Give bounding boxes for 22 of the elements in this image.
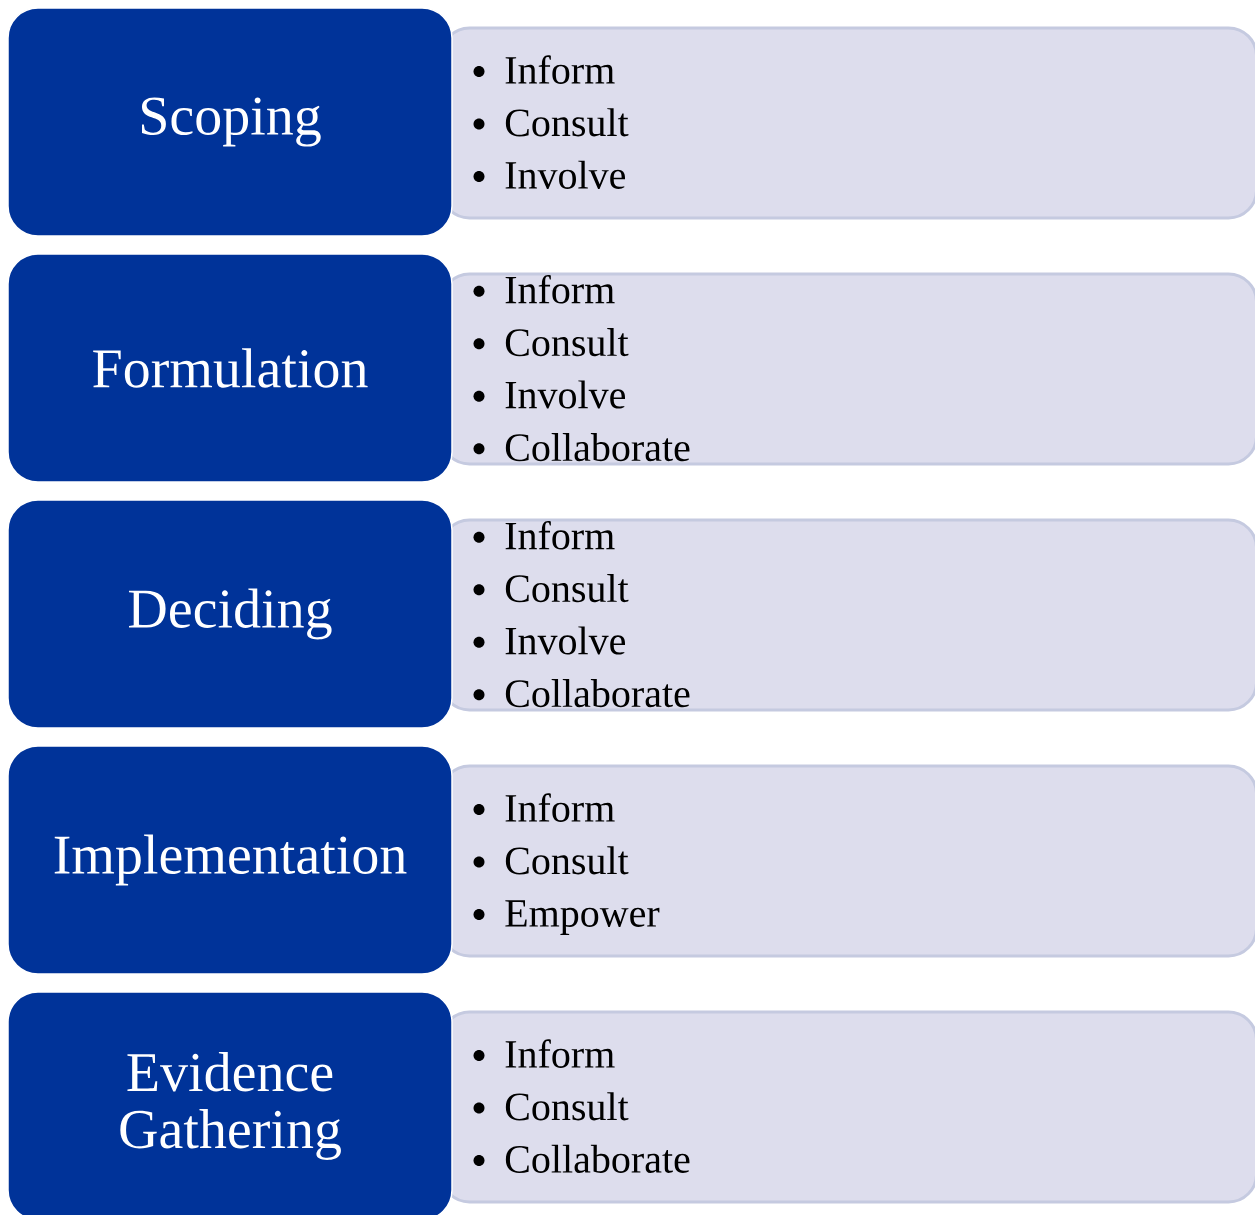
list-item: Consult xyxy=(505,574,629,603)
list-item: Collaborate xyxy=(505,433,690,462)
list-item: Collaborate xyxy=(505,1144,690,1173)
list-item: Inform xyxy=(505,275,615,304)
list-item: Consult xyxy=(505,108,629,137)
list-item: Empower xyxy=(505,900,660,935)
list-item: Consult xyxy=(505,846,629,875)
stage-box: Formulation xyxy=(7,253,453,483)
list-item: Involve xyxy=(505,160,625,189)
stage-box: Deciding xyxy=(7,499,453,729)
list-item: Inform xyxy=(505,1039,615,1068)
list-item: Consult xyxy=(505,1092,629,1121)
list-item: Involve xyxy=(505,626,625,655)
stage-box: Evidence Gathering xyxy=(7,991,453,1215)
list-item: Collaborate xyxy=(505,679,690,708)
list-item: Involve xyxy=(505,380,625,409)
list-item: Consult xyxy=(505,328,629,357)
list-item: Inform xyxy=(505,521,615,550)
stage-box: Scoping xyxy=(7,7,453,237)
list-item: Inform xyxy=(505,793,615,822)
stage-box: Implementation xyxy=(7,745,453,975)
list-item: Inform xyxy=(505,55,615,84)
